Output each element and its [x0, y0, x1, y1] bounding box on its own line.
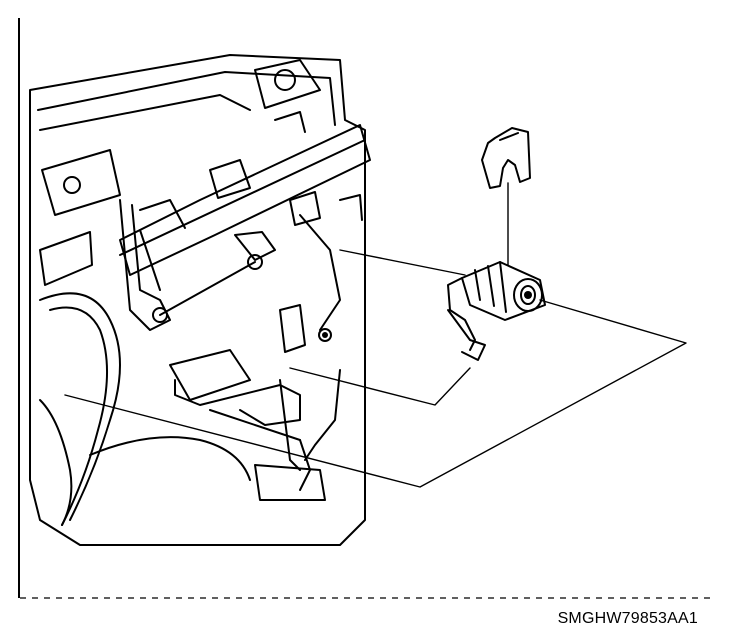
latch-bracket — [169, 304, 341, 501]
lock-cylinder — [447, 261, 546, 361]
door-inner-panel — [29, 54, 371, 546]
window-seal-curves — [39, 292, 251, 526]
frame-border — [18, 18, 720, 598]
retaining-clip — [481, 127, 531, 189]
latch-rod-assembly — [119, 199, 341, 342]
leader-lines — [64, 182, 687, 488]
figure-caption: SMGHW79853AA1 — [557, 610, 698, 627]
rod-clip-dot — [322, 332, 328, 338]
lock-cylinder-keyway — [524, 291, 532, 299]
